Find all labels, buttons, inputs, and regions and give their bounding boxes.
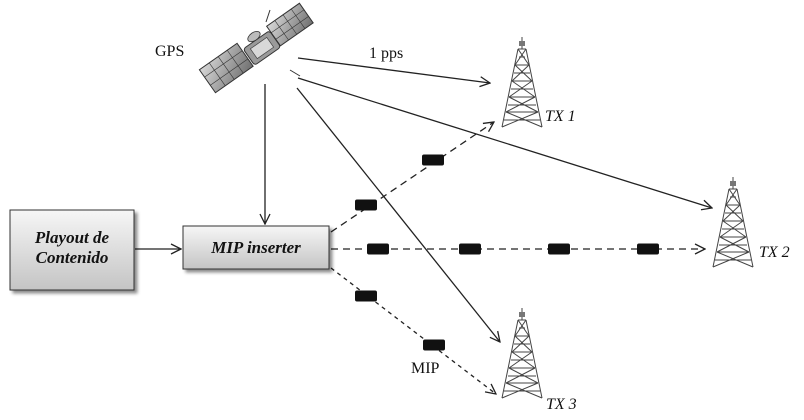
mip-inserter-box xyxy=(182,225,330,270)
gps-sync-arrows xyxy=(135,57,712,342)
tx2-label: TX 2 xyxy=(759,244,790,261)
mip-packet-icon xyxy=(367,243,389,255)
mip-packet-icon xyxy=(422,154,444,166)
mip-packet-icon xyxy=(423,339,445,351)
playout-box xyxy=(9,209,135,291)
tx1-label: TX 1 xyxy=(545,108,576,125)
tx2-tower-icon xyxy=(712,176,754,268)
pps-label: 1 pps xyxy=(369,45,403,62)
mip-packet-icon xyxy=(548,243,570,255)
tx3-label: TX 3 xyxy=(546,396,577,413)
inserter-to-tx3-dashed xyxy=(330,267,496,394)
tx1-tower-icon xyxy=(501,36,543,128)
gps-to-tx3-arrow xyxy=(296,87,500,342)
playout-label-line2: Contenido xyxy=(36,248,109,267)
inserter-to-tx1-dashed xyxy=(330,122,494,233)
mip-packet-icon xyxy=(459,243,481,255)
mip-packets xyxy=(355,154,659,351)
mip-packet-icon xyxy=(355,199,377,211)
playout-label-line1: Playout de xyxy=(34,228,110,247)
gps-to-tx1-arrow xyxy=(297,57,490,83)
satellite-icon xyxy=(198,2,314,94)
mip-inserter-label: MIP inserter xyxy=(210,238,301,257)
mip-distribution-arrows xyxy=(330,122,705,394)
gps-to-tx2-arrow xyxy=(297,77,712,208)
mip-packet-icon xyxy=(355,290,377,302)
tx3-tower-icon xyxy=(501,307,543,399)
mip-label: MIP xyxy=(411,360,440,377)
mip-packet-icon xyxy=(637,243,659,255)
gps-label: GPS xyxy=(155,43,184,60)
